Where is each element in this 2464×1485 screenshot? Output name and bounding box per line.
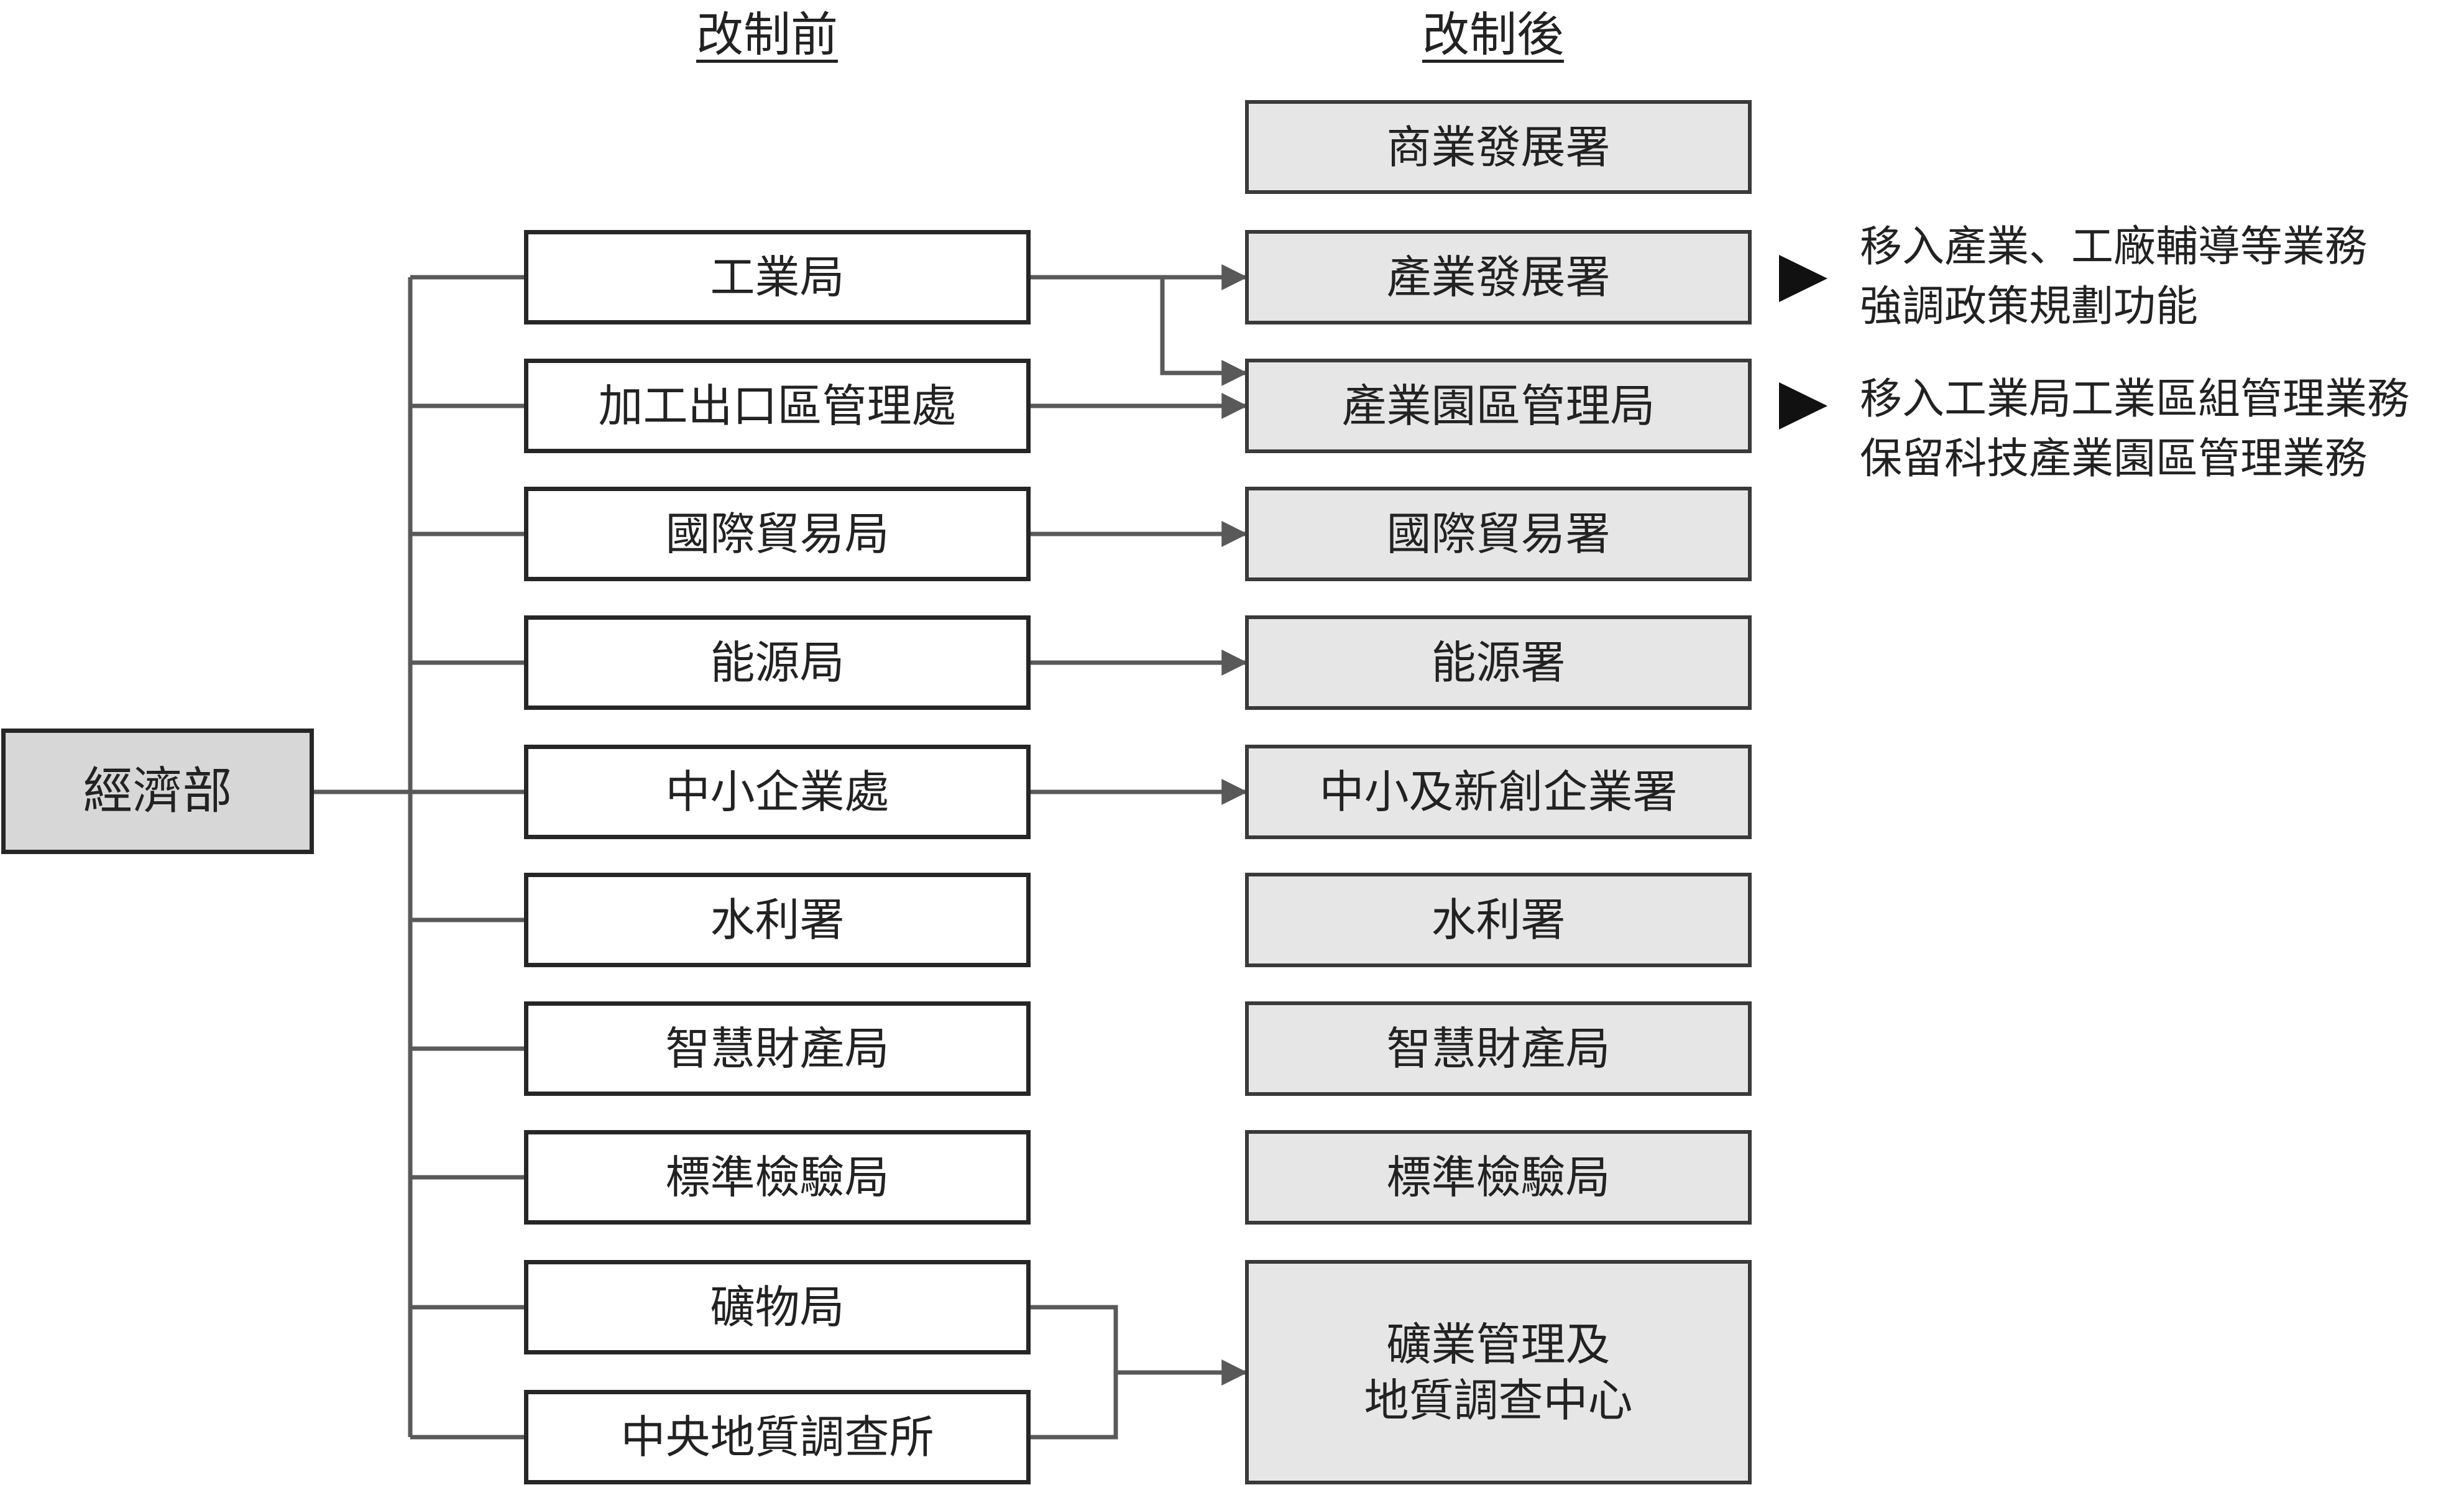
before-unit-intellectual-property: 智慧財產局 (524, 1001, 1031, 1096)
header-after: 改制後 (1422, 7, 1564, 62)
after-unit-international-trade: 國際貿易署 (1245, 487, 1752, 581)
before-unit-energy-bureau: 能源局 (524, 615, 1031, 710)
after-unit-water-resources: 水利署 (1245, 873, 1752, 967)
after-unit-energy-administration: 能源署 (1245, 615, 1752, 710)
before-unit-mines-bureau: 礦物局 (524, 1260, 1031, 1354)
note-line: 強調政策規劃功能 (1860, 282, 2199, 331)
before-unit-water-resources: 水利署 (524, 873, 1031, 967)
merge-mining-geology (1031, 1305, 1118, 1440)
before-unit-sme-administration: 中小企業處 (524, 745, 1031, 839)
note-pointer-icon (1779, 255, 1827, 302)
before-unit-geological-survey: 中央地質調查所 (524, 1390, 1031, 1484)
note-line: 移入產業、工廠輔導等業務 (1860, 223, 2368, 272)
note-line: 移入工業局工業區組管理業務 (1860, 375, 2410, 424)
header-before: 改制前 (696, 7, 838, 62)
after-unit-mining-geology-center: 礦業管理及 地質調查中心 (1245, 1260, 1752, 1484)
note-industrial-park: 移入工業局工業區組管理業務 保留科技產業園區管理業務 (1860, 370, 2409, 489)
before-unit-epz-administration: 加工出口區管理處 (524, 359, 1031, 453)
after-unit-intellectual-property: 智慧財產局 (1245, 1001, 1752, 1096)
after-unit-sme-startup: 中小及新創企業署 (1245, 745, 1752, 839)
note-pointer-icon (1779, 382, 1827, 430)
note-line: 保留科技產業園區管理業務 (1860, 434, 2368, 484)
after-unit-commerce-development: 商業發展署 (1245, 100, 1752, 194)
arrow-industry-to-parks (1160, 277, 1248, 386)
after-unit-standards-inspection: 標準檢驗局 (1245, 1130, 1752, 1225)
before-unit-foreign-trade-bureau: 國際貿易局 (524, 487, 1031, 581)
before-unit-standards-inspection: 標準檢驗局 (524, 1130, 1031, 1225)
note-industrial-development: 移入產業、工廠輔導等業務 強調政策規劃功能 (1860, 218, 2367, 337)
ministry-box: 經濟部 (1, 729, 314, 854)
before-unit-industrial-bureau: 工業局 (524, 230, 1031, 324)
after-unit-industrial-development: 產業發展署 (1245, 230, 1752, 324)
after-unit-industrial-park-administration: 產業園區管理局 (1245, 359, 1752, 453)
